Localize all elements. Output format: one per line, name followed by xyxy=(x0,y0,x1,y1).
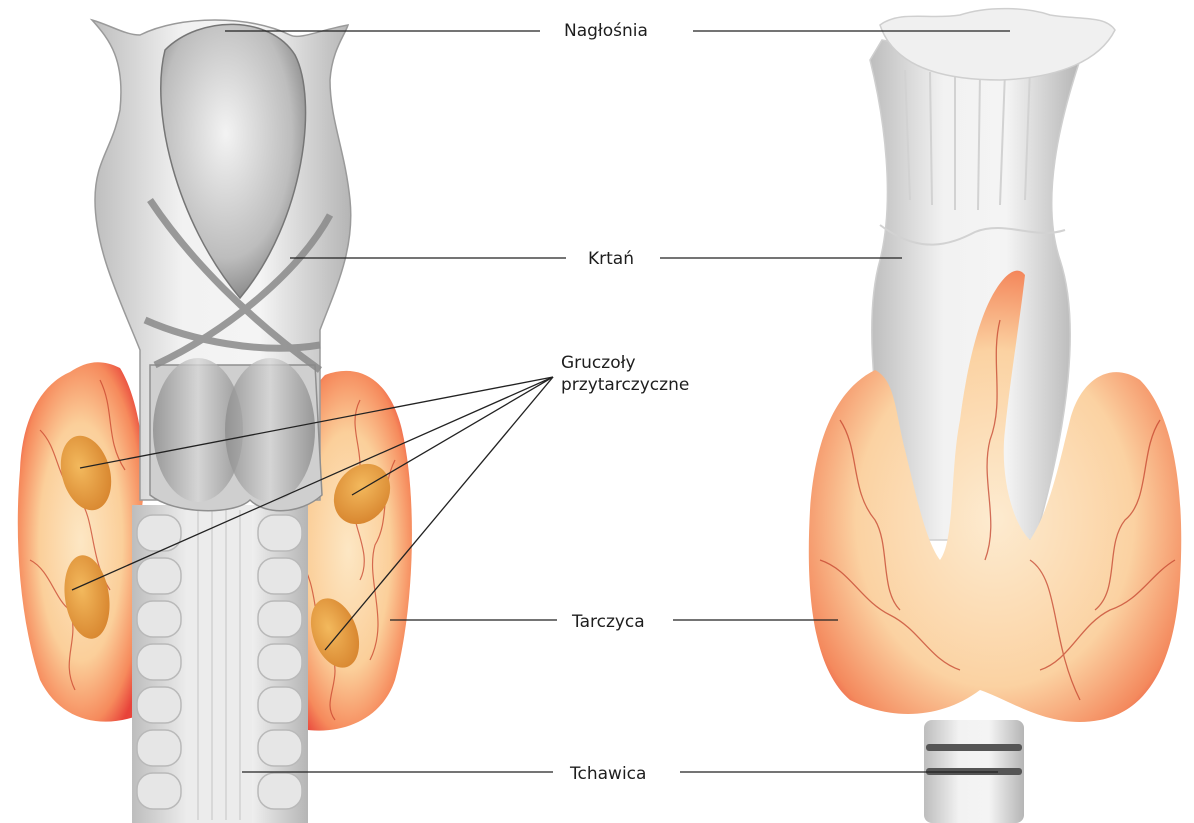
label-parathyroid-line2: przytarczyczne xyxy=(561,374,689,396)
label-parathyroid-glands: Gruczoły przytarczyczne xyxy=(561,352,689,396)
left-figure xyxy=(18,20,412,823)
label-parathyroid-line1: Gruczoły xyxy=(561,352,689,374)
label-larynx: Krtań xyxy=(588,249,634,269)
thyroid-right-figure xyxy=(809,271,1181,722)
label-trachea: Tchawica xyxy=(570,764,646,784)
thyroid-left-lobe xyxy=(18,362,144,721)
right-figure xyxy=(809,9,1181,823)
label-thyroid: Tarczyca xyxy=(572,612,645,632)
label-epiglottis: Nagłośnia xyxy=(564,21,648,41)
